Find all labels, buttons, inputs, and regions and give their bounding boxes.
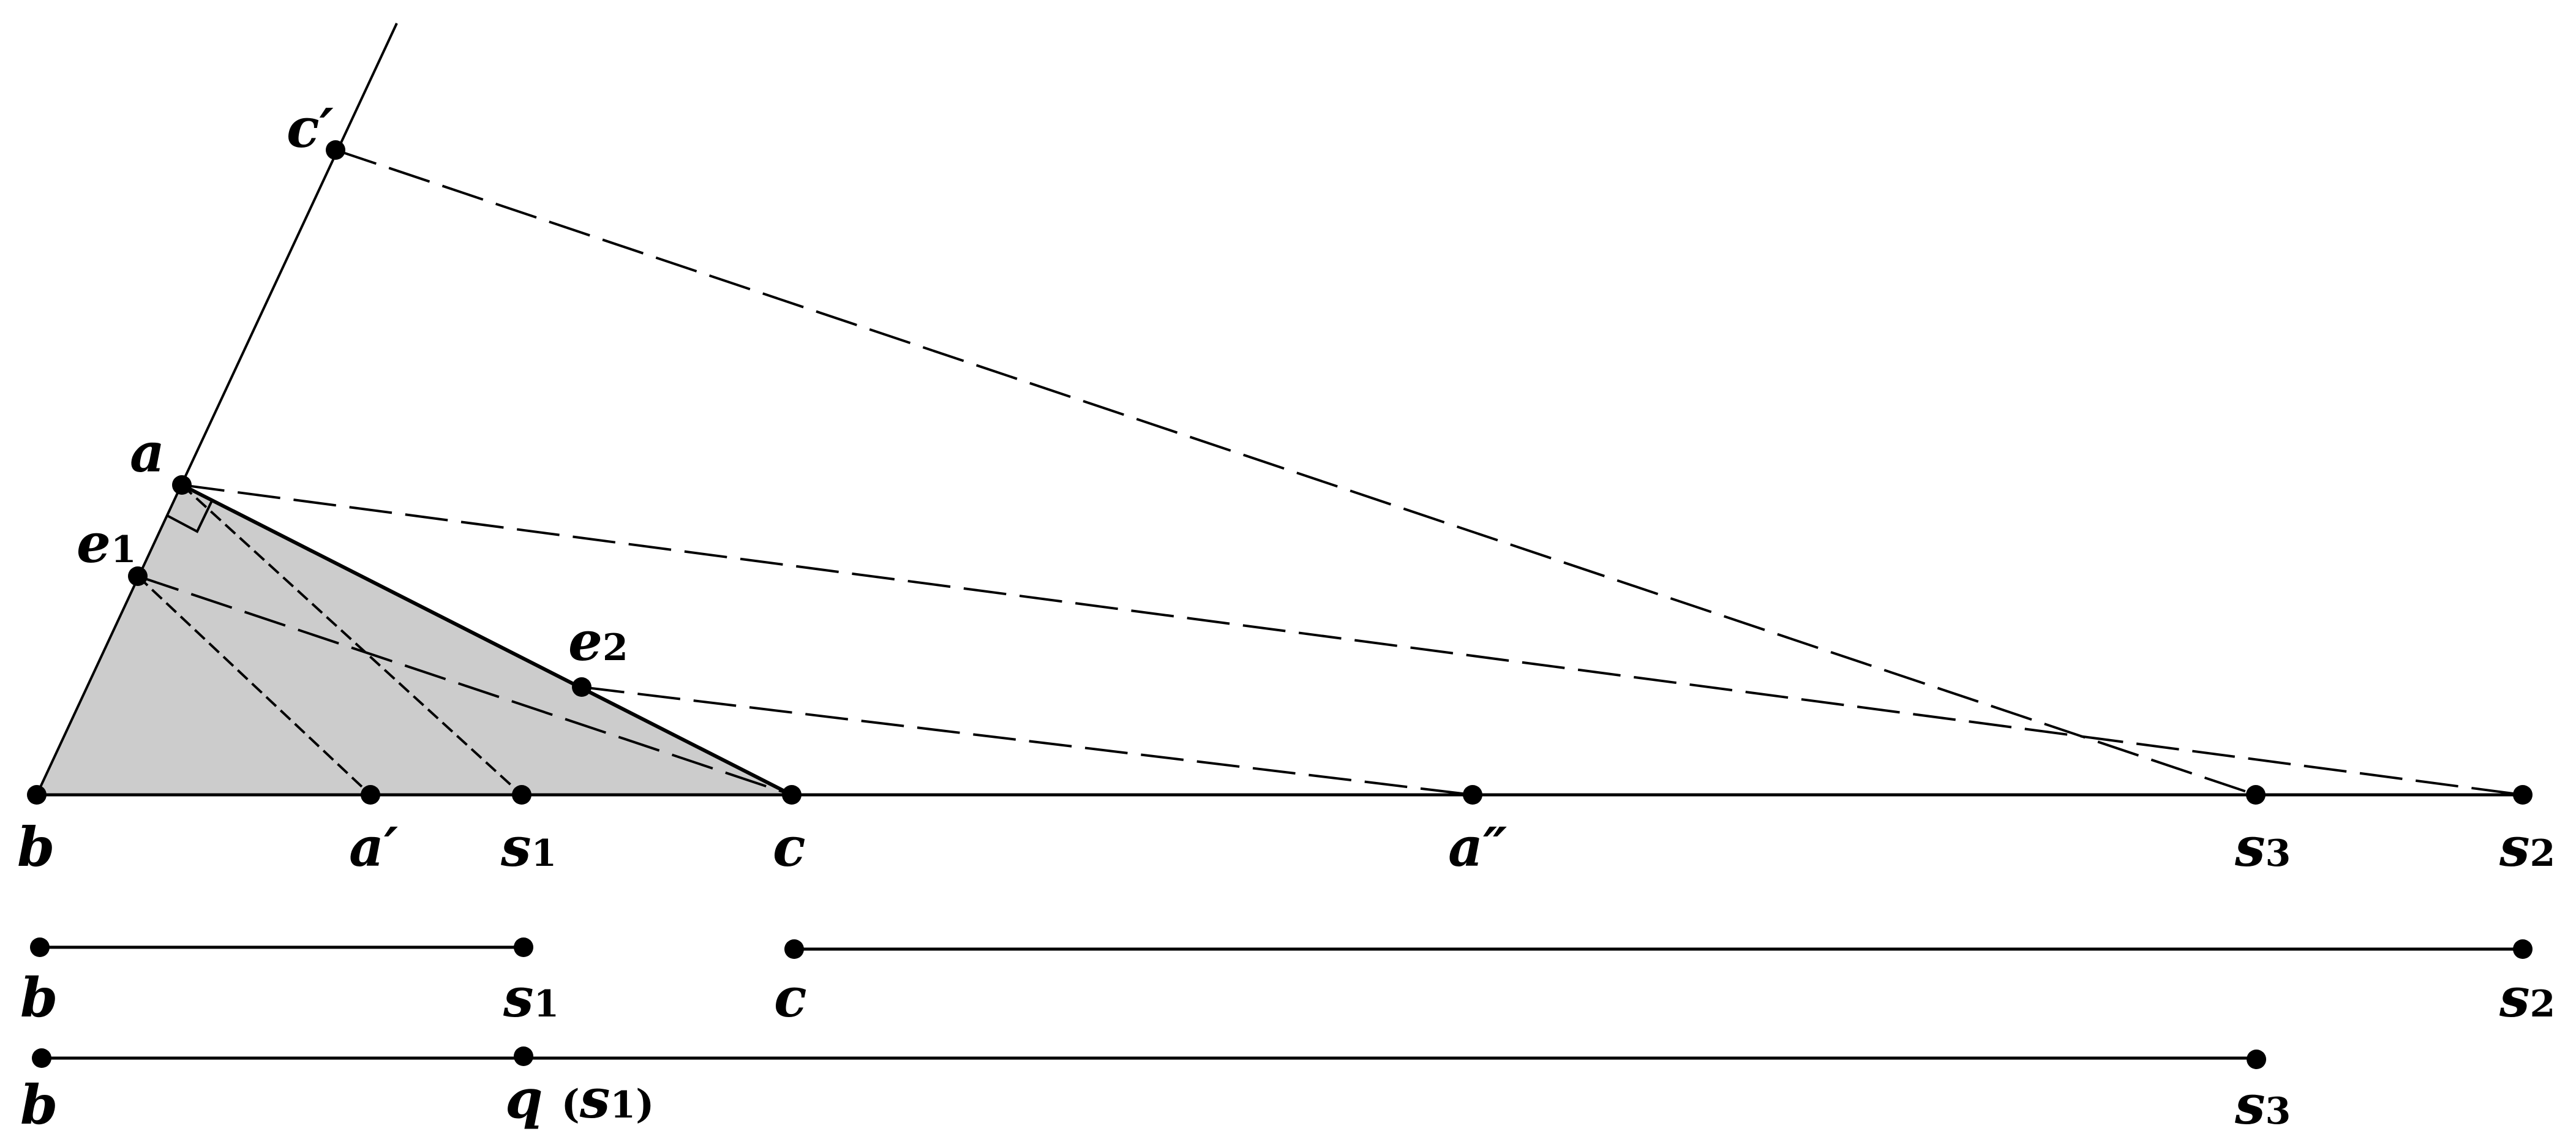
point-c — [782, 785, 802, 805]
label-seg2-s2: s2 — [2499, 966, 2555, 1029]
point-seg1-b — [30, 937, 50, 957]
dashed-e1-to-a-prime — [137, 575, 372, 796]
dashed-e2-to-a-double-prime — [581, 686, 1473, 796]
label-s1: s1 — [500, 815, 557, 879]
label-e1: e1 — [77, 511, 137, 575]
point-seg1-s1 — [514, 937, 533, 957]
point-s1 — [512, 785, 531, 805]
point-s2 — [2513, 785, 2533, 805]
point-seg2-s2 — [2513, 939, 2533, 959]
point-b — [27, 785, 47, 805]
label-s2: s2 — [2499, 815, 2555, 879]
point-e1 — [128, 566, 148, 586]
dashed-a-to-s1 — [181, 484, 523, 796]
point-seg3-s3 — [2247, 1050, 2266, 1069]
shaded-triangle-bac — [37, 485, 792, 795]
label-b: b — [17, 815, 55, 879]
point-c-prime — [326, 140, 345, 160]
label-seg2-c: c — [774, 966, 807, 1029]
label-seg3-s3: s3 — [2234, 1073, 2291, 1136]
label-a-double-prime: a″ — [1448, 815, 1507, 879]
point-seg3-b — [32, 1048, 51, 1068]
point-a — [172, 475, 192, 495]
point-s3 — [2246, 785, 2266, 805]
side-a-c — [181, 483, 793, 797]
dashed-c-prime-to-s3 — [335, 149, 2256, 796]
label-seg3-b: b — [20, 1073, 58, 1136]
label-seg3-q-s1: q(s1) — [505, 1067, 654, 1130]
point-seg2-c — [784, 939, 804, 959]
label-c-prime: c′ — [287, 96, 334, 160]
label-c: c — [773, 815, 806, 879]
point-seg3-q — [514, 1046, 533, 1066]
label-e2: e2 — [568, 609, 628, 673]
labels: b a′ s1 c a″ s3 s2 a e1 e2 c′ — [17, 96, 2555, 1136]
point-a-prime — [361, 785, 380, 805]
label-seg1-s1: s1 — [503, 966, 559, 1029]
points — [27, 140, 2533, 1069]
right-angle-marker — [167, 500, 213, 533]
label-a-prime: a′ — [349, 815, 398, 879]
point-e2 — [572, 677, 591, 697]
label-seg1-b: b — [20, 966, 58, 1029]
label-a: a — [130, 421, 165, 484]
dashed-constructions — [137, 149, 2523, 796]
point-a-double-prime — [1463, 785, 1482, 805]
label-s3: s3 — [2234, 815, 2291, 879]
dashed-e1-to-c — [137, 575, 792, 796]
